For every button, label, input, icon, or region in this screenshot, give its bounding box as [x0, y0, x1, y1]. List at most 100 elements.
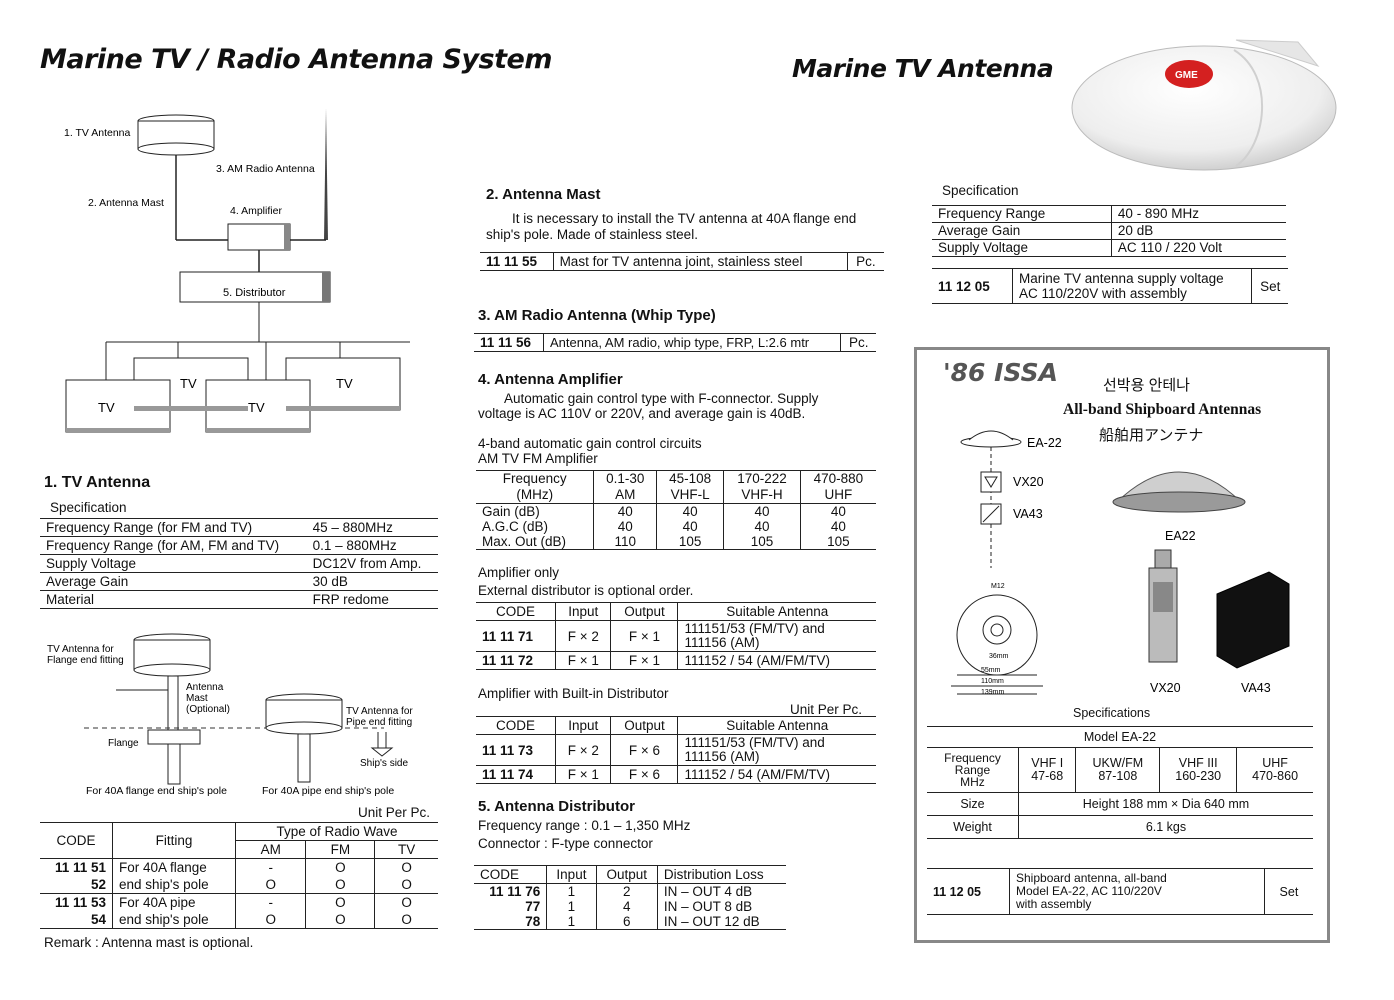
spec-value: DC12V from Amp. [306, 554, 438, 573]
col-input: Input [555, 602, 611, 621]
freq-cell: Max. Out (dB) [476, 534, 594, 550]
dim-139: 139mm [981, 689, 1005, 696]
mount-caption-pipe: For 40A pipe end ship's pole [262, 785, 394, 797]
diagram-tv-label: TV [180, 376, 197, 391]
col-type: Type of Radio Wave [235, 822, 438, 841]
issa-band-name: UKW/FM [1092, 756, 1144, 770]
row-code: 77 [525, 899, 541, 914]
dim-110: 110mm [981, 678, 1004, 685]
row-output: F × 1 [610, 620, 678, 652]
freq-cell: 40 [799, 519, 876, 534]
ext-dist-label: External distributor is optional order. [478, 583, 694, 598]
row-code: 11 11 51 [54, 860, 106, 875]
spec-name: Frequency Range (for FM and TV) [40, 518, 307, 537]
row-out: 4 [595, 899, 658, 914]
suitable-line: 111152 / 54 (AM/FM/TV) [684, 766, 831, 782]
row-loss: IN – OUT 12 dB [656, 914, 786, 930]
supply-desc-line: Marine TV antenna supply voltage [1019, 271, 1224, 286]
freq-header: AM [593, 487, 657, 504]
freq-header: UHF [799, 487, 876, 504]
amp-dist-unit: Unit Per Pc. [790, 702, 863, 717]
dim-36: 36mm [989, 653, 1009, 660]
row-am: O [234, 911, 306, 929]
supply-unit: Set [1251, 268, 1288, 304]
spec-name: Material [40, 590, 307, 609]
row-tv: O [374, 876, 438, 894]
freq-cell: 40 [593, 519, 657, 534]
diagram-tv-label: TV [248, 400, 265, 415]
issa-order-table: 11 12 05 Shipboard antenna, all-band Mod… [927, 868, 1313, 915]
spec-value: 30 dB [306, 572, 438, 591]
issa-order-line: Model EA-22, AC 110/220V [1016, 884, 1162, 898]
antenna-logo: GME [1175, 70, 1198, 81]
right-title: Marine TV Antenna [792, 54, 1054, 83]
mast-title: 2. Antenna Mast [486, 186, 601, 203]
issa-english: All-band Shipboard Antennas [1063, 401, 1262, 418]
row-code: 11 11 72 [476, 651, 556, 670]
mount-label-flange: Flange [108, 738, 139, 749]
issa-order-desc: Shipboard antenna, all-band Model EA-22,… [1009, 868, 1265, 915]
row-input: F × 1 [555, 651, 611, 670]
row-loss: IN – OUT 4 dB [656, 883, 786, 899]
diagram-label-amplifier: 4. Amplifier [230, 205, 282, 217]
spec-row: Frequency Range (for AM, FM and TV)0.1 –… [40, 536, 438, 555]
spec-value: FRP redome [306, 590, 438, 609]
col-input: Input [546, 865, 597, 884]
col-tv: TV [374, 840, 438, 859]
issa-freq-label-line: Frequency [944, 751, 1001, 765]
col-output: Output [610, 716, 678, 735]
mount-caption-flange: For 40A flange end ship's pole [86, 785, 227, 797]
col-fitting: Fitting [112, 822, 236, 859]
row-suitable: 111152 / 54 (AM/FM/TV) [677, 651, 876, 670]
spec-value: AC 110 / 220 Volt [1110, 239, 1286, 257]
spec-name: Frequency Range [932, 205, 1112, 223]
row-code: 78 [474, 914, 547, 930]
row-out: 6 [595, 914, 658, 930]
row-code: 11 11 73 [476, 734, 556, 766]
col-output: Output [610, 602, 678, 621]
issa-band-name: UHF [1262, 756, 1288, 770]
col-fm: FM [305, 840, 375, 859]
tv-antenna-title: 1. TV Antenna [44, 474, 151, 491]
row-in: 1 [546, 914, 597, 930]
row-loss: IN – OUT 8 dB [656, 899, 786, 914]
amp-title: 4. Antenna Amplifier [478, 371, 623, 388]
issa-weight: 6.1 kgs [1017, 815, 1313, 839]
spec-value: 40 - 890 MHz [1110, 205, 1286, 223]
issa-band-range: 47-68 [1031, 769, 1064, 783]
row-in: 1 [546, 899, 597, 914]
amp-dist-table: CODE Input Output Suitable Antenna 11 11… [476, 716, 876, 784]
marine-tv-antenna-photo: GME [1071, 39, 1337, 171]
issa-order-line: with assembly [1016, 897, 1092, 911]
issa-ea22-photo-label: EA22 [1165, 529, 1196, 543]
freq-cell: 40 [723, 503, 801, 519]
spec-value: 0.1 – 880MHz [306, 536, 438, 555]
suitable-line: 111156 (AM) [684, 749, 760, 764]
issa-model: Model EA-22 [927, 726, 1313, 748]
row-am: - [234, 858, 306, 876]
issa-freq-label-line: Range [954, 763, 991, 777]
supply-desc: Marine TV antenna supply voltage AC 110/… [1011, 268, 1252, 304]
row-fitting: end ship's pole [112, 876, 236, 894]
row-output: F × 6 [610, 734, 678, 766]
remark: Remark : Antenna mast is optional. [44, 935, 254, 950]
row-am: O [234, 876, 306, 894]
row-am: - [234, 893, 306, 911]
row-tv: O [374, 893, 438, 911]
freq-cell: 40 [656, 503, 724, 519]
issa-vx20-photo-label: VX20 [1150, 681, 1181, 695]
